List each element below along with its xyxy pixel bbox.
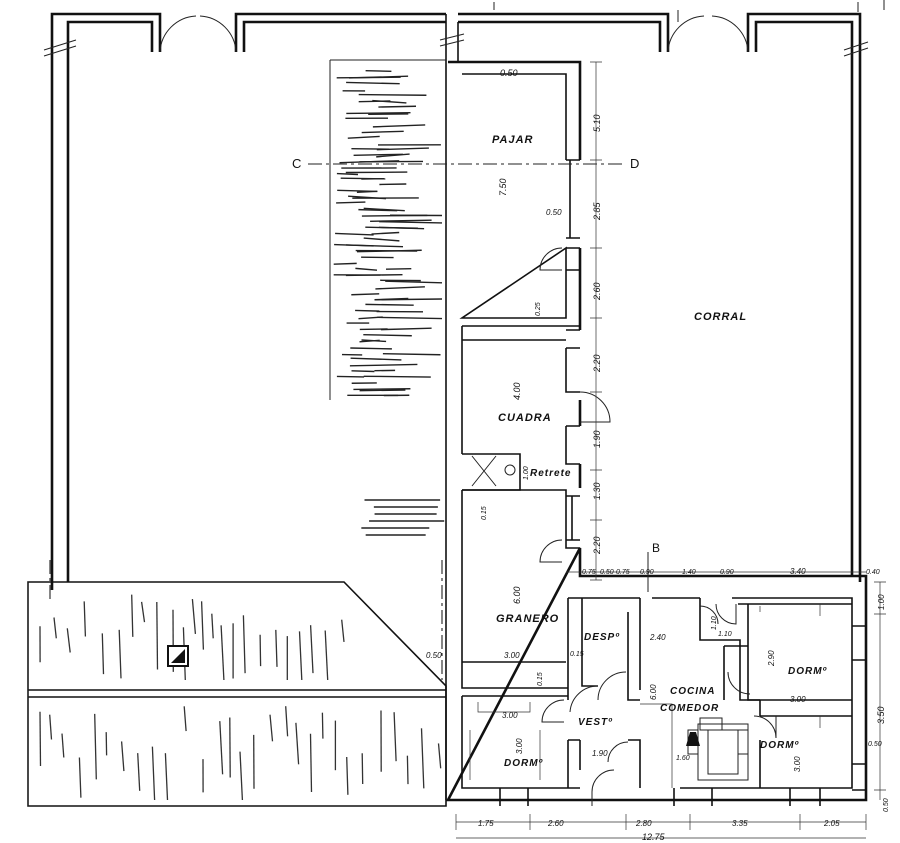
dim-right-350: 3.50 <box>876 706 886 724</box>
room-label-dorm-ne: DORMº <box>788 666 828 677</box>
room-labels: PAJAR CORRAL CUADRA Retrete GRANERO DESP… <box>492 134 828 769</box>
kitchen-fixtures <box>469 604 821 788</box>
building-walls <box>445 60 868 806</box>
dim-row-040: 0.40 <box>866 569 880 576</box>
dim-cuadra-depth: 4.00 <box>512 382 522 400</box>
section-line: C D B <box>292 156 660 592</box>
shed-hatching <box>329 59 446 536</box>
dim-bottom-175: 1.75 <box>478 819 494 828</box>
dim-mesa-160: 1.60 <box>676 755 690 762</box>
dim-segment-260: 2.60 <box>592 282 602 301</box>
dim-window-wall: 0.50 <box>546 208 562 217</box>
dim-dorm-ne-290: 2.90 <box>767 650 776 667</box>
dim-segment-220a: 2.20 <box>592 354 602 373</box>
dim-bottom-205: 2.05 <box>823 819 840 828</box>
dim-dorm-sw-300d: 3.00 <box>515 738 524 754</box>
section-mark-b: B <box>652 541 660 555</box>
dim-hall-110a: 1.10 <box>711 616 718 630</box>
room-label-retrete: Retrete <box>530 468 571 479</box>
dim-wall-015a: 0.15 <box>481 506 488 520</box>
corral-enclosure <box>43 0 885 800</box>
dim-bottom-280: 2.80 <box>635 819 652 828</box>
dim-row-090a: 0.90 <box>640 569 654 576</box>
room-label-cocina: COCINA <box>670 686 715 697</box>
dim-right-050b: 0.50 <box>883 798 890 812</box>
dim-wall-050-left: 0.50 <box>426 651 442 660</box>
dim-segment-130: 1.30 <box>592 482 602 500</box>
dim-segment-190a: 1.90 <box>592 430 602 448</box>
dim-row-090b: 0.90 <box>720 569 734 576</box>
dimension-lines <box>455 61 886 839</box>
dim-top-wall: 0.50 <box>500 68 518 78</box>
room-label-pajar: PAJAR <box>492 134 533 146</box>
room-label-granero: GRANERO <box>496 613 559 625</box>
roof-block <box>27 581 447 807</box>
dim-segment-220b: 2.20 <box>592 536 602 555</box>
dim-retrete-w: 1.00 <box>523 466 530 480</box>
dim-pajar-span: 5.10 <box>592 114 602 132</box>
room-label-despensa: DESPº <box>584 632 620 643</box>
room-label-comedor: COMEDOR <box>660 703 719 714</box>
room-label-corral: CORRAL <box>694 311 747 323</box>
dim-dorm-se-300d: 3.00 <box>793 756 802 772</box>
dim-cocina-240: 2.40 <box>649 633 666 642</box>
dim-cocina-600: 6.00 <box>649 684 658 700</box>
dim-dorm-se-300w: 3.00 <box>790 695 806 704</box>
dim-bottom-total: 12.75 <box>642 832 666 842</box>
doors <box>539 247 777 806</box>
dim-pajar-depth: 7.50 <box>498 178 508 196</box>
dim-vest-190: 1.90 <box>592 749 608 758</box>
dim-bottom-335: 3.35 <box>732 819 748 828</box>
section-mark-d: D <box>630 156 639 171</box>
dimension-labels: 0.50 5.10 7.50 0.50 2.85 2.60 0.25 2.20 … <box>426 68 890 842</box>
dim-row-075b: 0.75 <box>616 569 630 576</box>
room-label-dorm-sw: DORMº <box>504 758 544 769</box>
chimney-icon <box>167 645 189 667</box>
room-label-vestibulo: VESTº <box>578 717 613 728</box>
section-mark-c: C <box>292 156 301 171</box>
dim-dorm-sw-300w: 3.00 <box>502 711 518 720</box>
dim-row-075a: 0.75 <box>582 569 596 576</box>
dim-bottom-260: 2.60 <box>547 819 564 828</box>
dim-row-050: 0.50 <box>600 569 614 576</box>
dim-wall-015c: 0.15 <box>537 672 544 686</box>
room-label-dorm-se: DORMº <box>760 740 800 751</box>
dim-row-340: 3.40 <box>790 567 806 576</box>
dim-segment-285: 2.85 <box>592 201 602 221</box>
dim-hall-110b: 1.10 <box>718 631 732 638</box>
dim-row-140: 1.40 <box>682 569 696 576</box>
dim-granero-depth: 6.00 <box>512 586 522 604</box>
dim-granero-w: 3.00 <box>504 651 520 660</box>
dim-wall-015b: 0.15 <box>570 651 584 658</box>
room-label-cuadra: CUADRA <box>498 412 552 424</box>
dim-right-100: 1.00 <box>877 594 886 610</box>
dim-wall-025: 0.25 <box>535 302 542 316</box>
dim-right-050: 0.50 <box>868 741 882 748</box>
